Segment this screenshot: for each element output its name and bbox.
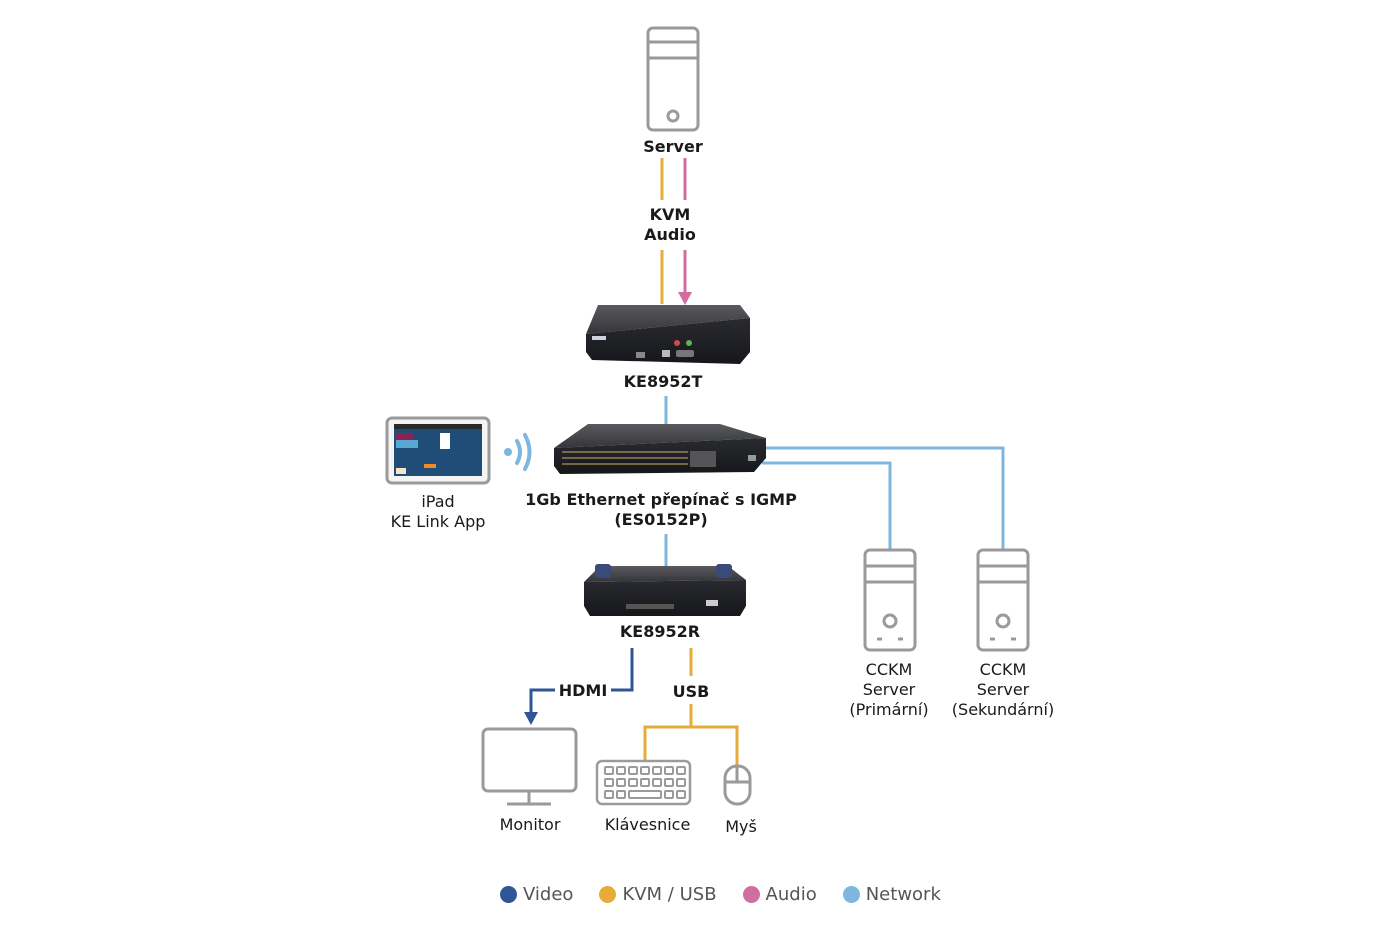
legend-dot-kvm-usb: [599, 886, 617, 903]
server-icon: [646, 26, 700, 132]
mouse-icon: [723, 764, 752, 806]
transmitter-device-icon: [586, 305, 750, 364]
switch-device-icon: [554, 424, 766, 474]
receiver-label: KE8952R: [619, 622, 701, 641]
cckm-primary-server-icon: [863, 548, 917, 652]
legend-item-kvm-usb: KVM / USB: [599, 884, 717, 905]
ipad-name: iPad: [421, 492, 455, 511]
legend-label-audio: Audio: [765, 884, 817, 905]
video-line-hdmi: [529, 648, 634, 714]
network-line-cckm-secondary: [766, 446, 1005, 550]
server-label: Server: [643, 137, 703, 156]
kvm-audio-link-label: KVM Audio: [620, 205, 720, 245]
monitor-label: Monitor: [499, 815, 561, 834]
legend-dot-network: [842, 886, 860, 903]
legend-label-video: Video: [523, 884, 574, 905]
network-line-cckm-primary: [762, 461, 892, 550]
monitor-icon: [481, 727, 578, 806]
legend-label-kvm-usb: KVM / USB: [622, 884, 717, 905]
switch-model: (ES0152P): [614, 510, 708, 529]
usb-line: [643, 648, 739, 765]
ipad-app: KE Link App: [390, 512, 486, 531]
cckm-secondary-server-icon: [976, 548, 1030, 652]
legend: Video KVM / USB Audio Network: [500, 884, 941, 905]
receiver-device-icon: [584, 564, 746, 616]
ipad-label: iPad KE Link App: [378, 492, 498, 532]
cckm-primary-line3: (Primární): [849, 700, 929, 719]
wifi-icon: [504, 433, 532, 471]
switch-name: 1Gb Ethernet přepínač s IGMP: [525, 490, 797, 509]
legend-dot-audio: [742, 886, 760, 903]
cckm-primary-line2: Server: [862, 680, 916, 699]
cckm-primary-line1: CCKM: [865, 660, 913, 679]
keyboard-label: Klávesnice: [604, 815, 691, 834]
transmitter-label: KE8952T: [623, 372, 703, 391]
switch-label: 1Gb Ethernet přepínač s IGMP (ES0152P): [520, 490, 802, 530]
kvm-link-label: KVM: [649, 205, 691, 224]
audio-link-label: Audio: [644, 225, 696, 244]
cckm-secondary-line2: Server: [976, 680, 1030, 699]
mouse-label: Myš: [725, 817, 757, 836]
cckm-primary-label: CCKM Server (Primární): [830, 660, 948, 720]
legend-item-audio: Audio: [742, 884, 817, 905]
legend-item-network: Network: [842, 884, 941, 905]
legend-dot-video: [500, 886, 517, 903]
legend-item-video: Video: [500, 884, 573, 905]
cckm-secondary-line3: (Sekundární): [951, 700, 1055, 719]
switch-ports: [562, 451, 688, 465]
hdmi-link-label: HDMI: [558, 681, 608, 700]
video-arrow-icon: [524, 712, 538, 725]
ipad-icon: [385, 416, 491, 485]
usb-link-label: USB: [672, 682, 710, 701]
cckm-secondary-label: CCKM Server (Sekundární): [940, 660, 1066, 720]
audio-arrow-icon: [678, 292, 692, 305]
keyboard-icon: [595, 759, 692, 806]
cckm-secondary-line1: CCKM: [979, 660, 1027, 679]
legend-label-network: Network: [865, 884, 941, 905]
